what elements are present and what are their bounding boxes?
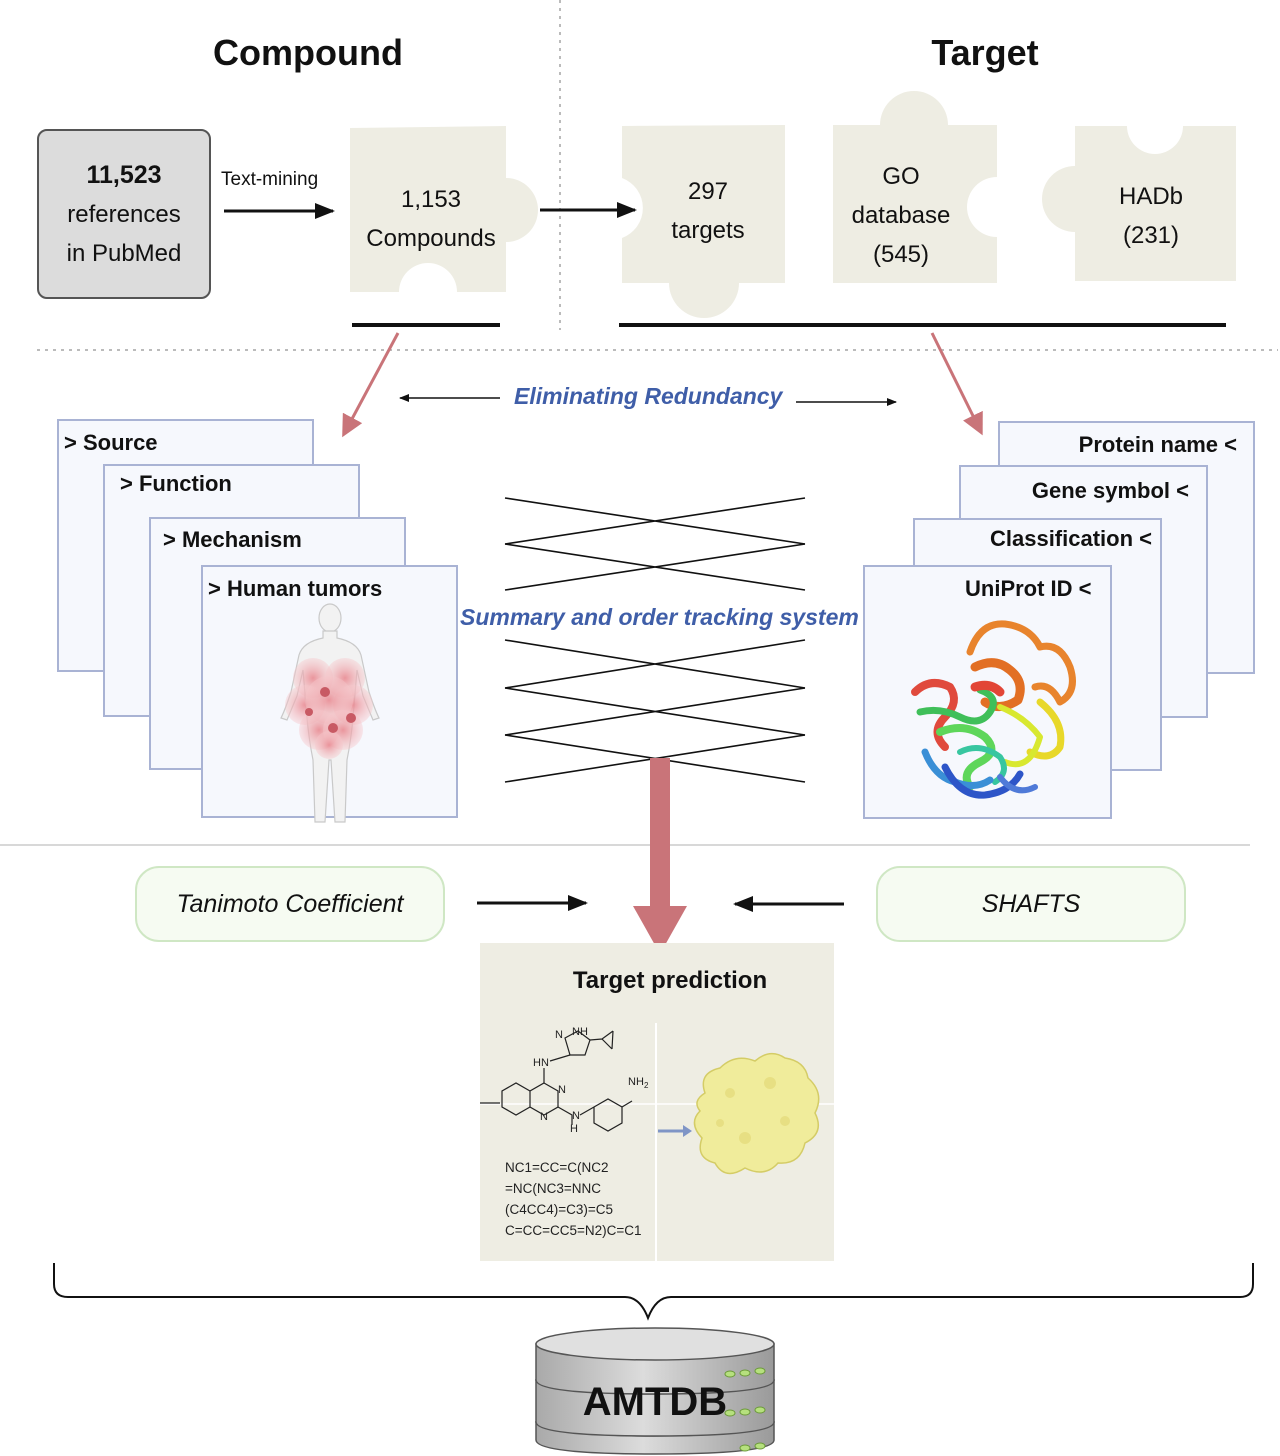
go-piece-text: GO database (545) xyxy=(833,157,969,274)
go-line1: GO xyxy=(882,163,920,190)
target-card-uniprot-label: UniProt ID < xyxy=(965,576,1092,601)
shafts-label: SHAFTS xyxy=(981,889,1081,918)
compound-card-source-label: > Source xyxy=(64,430,158,455)
pubmed-line1: references xyxy=(67,200,181,228)
atom-n4: N xyxy=(572,1110,580,1122)
hadb-line2: (231) xyxy=(1122,222,1180,249)
big-down-arrow xyxy=(633,758,687,954)
human-body-tumor-icon xyxy=(280,603,380,823)
compound-card-mechanism-label: > Mechanism xyxy=(163,527,302,552)
protein-structure-icon xyxy=(911,620,1076,799)
go-puzzle-piece xyxy=(833,91,997,283)
hadb-piece-text: HADb (231) xyxy=(1090,177,1212,255)
protein-surface-icon xyxy=(693,1052,820,1175)
atom-h: H xyxy=(570,1123,578,1135)
tanimoto-pill: Tanimoto Coefficient xyxy=(135,866,445,942)
targets-piece-text: 297 targets xyxy=(634,172,782,250)
targets-label: targets xyxy=(671,217,745,244)
compound-card-tumors-label: > Human tumors xyxy=(208,576,383,601)
compounds-label: Compounds xyxy=(366,225,496,252)
smiles-line: C=CC=CC5=N2)C=C1 xyxy=(505,1223,642,1238)
target-prediction-box: Target prediction N NH HN xyxy=(480,943,834,1261)
target-card-protein-name-label: Protein name < xyxy=(1078,432,1237,457)
bracket xyxy=(53,1263,1254,1321)
atom-n2: N xyxy=(558,1084,566,1096)
compounds-count: 1,153 xyxy=(400,186,462,213)
atom-n: N xyxy=(555,1029,563,1041)
smiles-line: NC1=CC=C(NC2 xyxy=(505,1160,609,1175)
smiles-line: =NC(NC3=NNC xyxy=(505,1181,602,1196)
prediction-graphics: N NH HN N N N H NH 2 xyxy=(480,1023,834,1261)
shafts-pill: SHAFTS xyxy=(876,866,1186,942)
atom-nh2-sub: 2 xyxy=(644,1081,649,1090)
pubmed-line2: in PubMed xyxy=(66,239,182,267)
pubmed-count: 11,523 xyxy=(86,160,162,189)
atom-nh: NH xyxy=(572,1026,588,1038)
target-prediction-title: Target prediction xyxy=(572,967,768,994)
compound-card-function-label: > Function xyxy=(120,471,232,496)
atom-nh2: NH xyxy=(628,1076,644,1088)
database-label: AMTDB xyxy=(582,1380,728,1424)
target-header: Target xyxy=(931,32,1039,73)
compounds-puzzle-piece xyxy=(350,126,538,292)
text-mining-label: Text-mining xyxy=(221,169,319,190)
tanimoto-label: Tanimoto Coefficient xyxy=(176,889,404,918)
targets-puzzle-piece xyxy=(622,125,785,318)
cross-lines xyxy=(504,497,806,783)
compound-header: Compound xyxy=(213,32,403,73)
atom-n3: N xyxy=(540,1111,548,1123)
target-card-classification-label: Classification < xyxy=(989,526,1152,551)
atom-hn: HN xyxy=(533,1057,549,1069)
database-cylinder-icon xyxy=(535,1327,775,1455)
go-line2: database xyxy=(851,202,951,229)
compound-red-arrow xyxy=(342,332,400,438)
compounds-piece-text: 1,153 Compounds xyxy=(350,180,512,258)
go-line3: (545) xyxy=(872,241,930,268)
targets-count: 297 xyxy=(687,178,729,205)
hadb-line1: HADb xyxy=(1118,183,1184,210)
eliminating-redundancy-label: Eliminating Redundancy xyxy=(514,383,783,409)
kinase-inhibitor-molecule xyxy=(480,1030,633,1132)
target-card-gene-symbol-label: Gene symbol < xyxy=(1031,478,1189,503)
summary-system-label: Summary and order tracking system xyxy=(460,604,859,630)
target-red-arrow xyxy=(930,332,983,436)
hadb-puzzle-piece xyxy=(1042,126,1236,281)
pubmed-box: 11,523 references in PubMed xyxy=(37,129,211,299)
smiles-line: (C4CC4)=C3)=C5 xyxy=(505,1202,614,1217)
